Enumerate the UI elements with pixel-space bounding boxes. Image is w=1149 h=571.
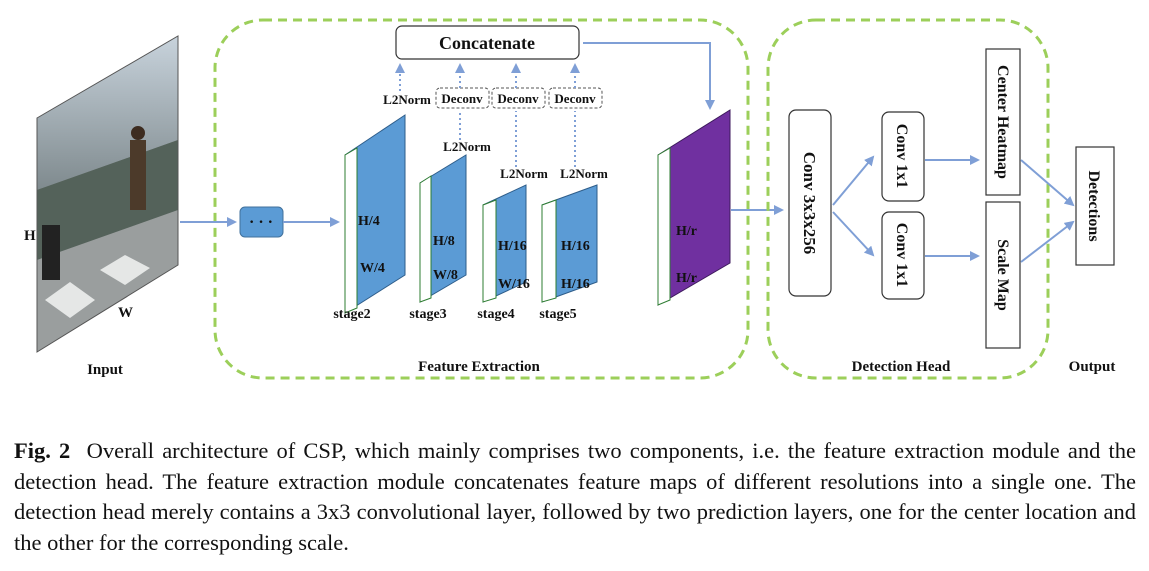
deconv-label-stage3: Deconv (441, 91, 483, 106)
input-image (36, 35, 179, 353)
stage3-name: stage3 (409, 307, 446, 322)
conv3x3-label: Conv 3x3x256 (800, 152, 819, 254)
detections-label: Detections (1085, 170, 1102, 241)
input-h-label: H (24, 228, 36, 244)
stage4-w-label: W/16 (498, 277, 530, 292)
stage2-name: stage2 (333, 307, 370, 322)
input-w-label: W (118, 305, 133, 321)
conv3x3-box (788, 109, 832, 297)
stage2-block (344, 114, 406, 314)
stage2-w-label: W/4 (360, 261, 385, 276)
stage3-block (419, 154, 467, 303)
output-label: Output (1069, 359, 1116, 375)
deconv-label-stage4: Deconv (497, 91, 539, 106)
concatenate-label: Concatenate (439, 33, 535, 53)
stage2-h-label: H/4 (358, 214, 380, 229)
figure-caption: Fig. 2 Overall architecture of CSP, whic… (14, 436, 1136, 558)
arrow-scalemap-to-detections (1020, 220, 1075, 263)
scale-map-box (985, 201, 1021, 349)
center-heatmap-box (985, 48, 1021, 196)
arrow-conv3-to-conv1-bottom (832, 211, 875, 257)
conv1x1-top-label: Conv 1x1 (893, 124, 910, 188)
stage5-name: stage5 (539, 307, 576, 322)
stage4-block (482, 184, 527, 303)
deconv-box-stage4 (491, 87, 546, 109)
stage5-block (541, 184, 598, 303)
center-heatmap-label: Center Heatmap (994, 65, 1011, 179)
conv1x1-bottom-box (881, 211, 925, 300)
l2norm-stage5: L2Norm (560, 166, 608, 181)
l2norm-stage2: L2Norm (383, 92, 431, 107)
conv1x1-top-box (881, 111, 925, 202)
merged-feature-map (657, 109, 731, 306)
l2norm-stage4: L2Norm (500, 166, 548, 181)
arrow-conv3-to-conv1-top (832, 155, 875, 206)
deconv-label-stage5: Deconv (554, 91, 596, 106)
stage3-h-label: H/8 (433, 234, 455, 249)
arrow-concatenate-to-merged (583, 42, 715, 110)
stage3-w-label: W/8 (433, 268, 458, 283)
deconv-box-stage3 (435, 87, 490, 109)
caption-label: Fig. 2 (14, 438, 71, 463)
stage5-w-label: H/16 (561, 277, 590, 292)
feature-extraction-label: Feature Extraction (418, 359, 540, 375)
merged-h-label: H/r (676, 224, 697, 239)
detections-box (1075, 146, 1115, 266)
feature-extraction-region (213, 18, 750, 380)
l2norm-stage3: L2Norm (443, 139, 491, 154)
architecture-diagram: H W Input Feature Extraction · · · H/4 W… (24, 18, 1116, 380)
detection-head-label: Detection Head (852, 359, 951, 375)
conv1x1-bottom-label: Conv 1x1 (893, 223, 910, 287)
caption-text: Overall architecture of CSP, which mainl… (14, 438, 1137, 555)
stage4-name: stage4 (477, 307, 514, 322)
backbone-ellipsis-text: · · · (249, 214, 273, 231)
arrow-heatmap-to-detections (1020, 159, 1075, 207)
input-label: Input (87, 362, 123, 378)
scale-map-label: Scale Map (994, 239, 1011, 311)
stage5-h-label: H/16 (561, 239, 590, 254)
merged-w-label: H/r (676, 271, 697, 286)
concatenate-box (395, 25, 580, 60)
detection-head-region (766, 18, 1050, 380)
stage4-h-label: H/16 (498, 239, 527, 254)
